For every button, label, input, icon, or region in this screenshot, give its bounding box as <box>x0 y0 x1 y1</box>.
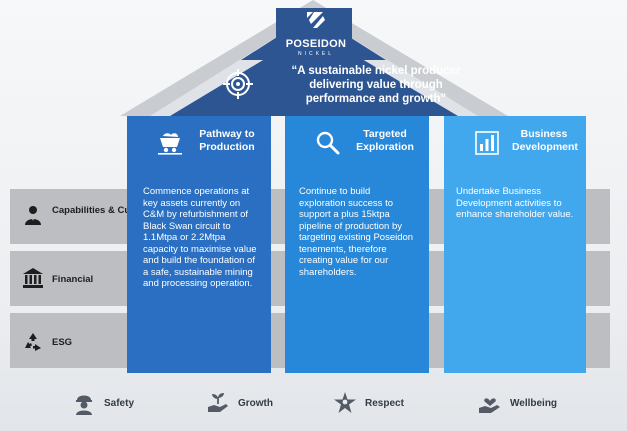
pillar-text: Undertake Business Development activitie… <box>456 186 574 220</box>
seedling-hand-icon <box>208 393 228 412</box>
row-label-financial: Financial <box>52 274 94 285</box>
poseidon-logo-icon <box>307 12 325 28</box>
mine-cart-icon <box>158 133 182 155</box>
pillar-title: Targeted Exploration <box>356 128 414 153</box>
value-growth: Growth <box>206 390 273 416</box>
recycle-icon <box>25 333 41 351</box>
value-label: Wellbeing <box>510 397 558 409</box>
target-icon <box>223 69 253 99</box>
row-label-esg: ESG <box>52 337 73 348</box>
pillar-title: Business Development <box>512 128 578 153</box>
magnifier-icon <box>316 131 340 155</box>
safety-worker-icon <box>76 395 92 415</box>
bank-icon <box>23 268 43 288</box>
pillar-business-development: Business Development Undertake Business … <box>444 116 586 373</box>
tagline: “A sustainable nickel producer deliverin… <box>291 65 461 105</box>
star-people-icon <box>334 392 356 413</box>
poseidon-logo: POSEIDON NICKEL <box>280 8 352 60</box>
pillar-text: Commence operations at key assets curren… <box>143 186 257 289</box>
pillar-title: Pathway to Production <box>199 128 255 153</box>
pillar-text: Continue to build exploration success to… <box>299 186 414 278</box>
pillar-targeted-exploration: Targeted Exploration Continue to build e… <box>285 116 429 373</box>
value-label: Safety <box>104 397 135 409</box>
value-wellbeing: Wellbeing <box>478 390 557 416</box>
value-respect: Respect <box>333 390 404 416</box>
person-icon <box>25 206 41 225</box>
value-safety: Safety <box>72 390 134 416</box>
value-label: Growth <box>238 397 273 409</box>
logo-name: POSEIDON <box>285 38 347 50</box>
logo-sub: NICKEL <box>297 51 335 57</box>
row-label-capabilities: Capabilities & Culture <box>52 205 151 216</box>
pillar-pathway-to-production: Pathway to Production Commence operation… <box>127 116 271 373</box>
value-label: Respect <box>365 397 404 409</box>
bar-chart-icon <box>475 131 499 155</box>
heart-hand-icon <box>479 398 500 413</box>
